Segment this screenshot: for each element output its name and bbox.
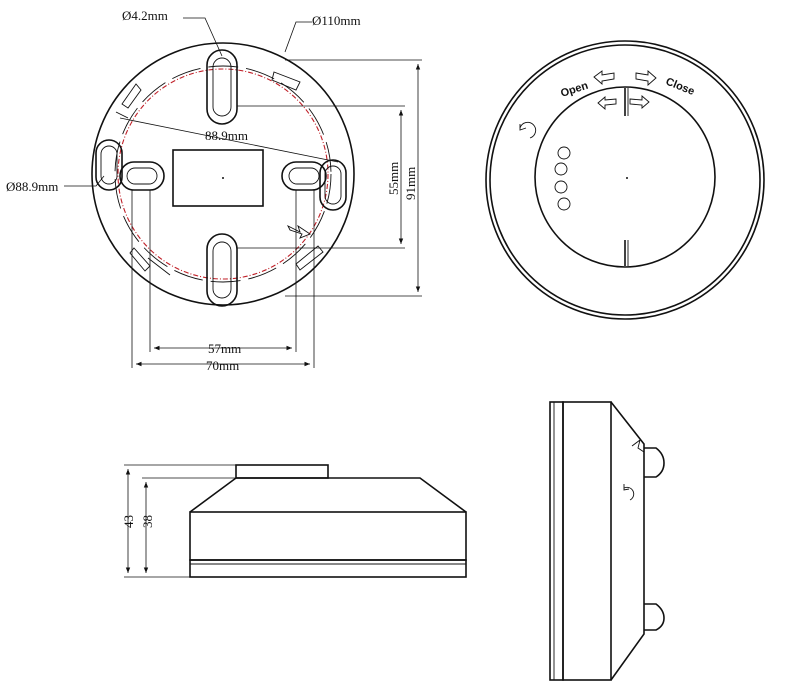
label-close: Close [664,76,696,98]
arrow-left-icon [597,96,617,110]
profile-base [549,401,564,681]
latch-tabs [115,71,324,276]
arrow-right-icon [629,95,650,109]
arrow-right-icon [635,70,657,86]
keyhole-right [319,159,347,211]
indicator-led [554,162,568,176]
center-recess [172,149,264,207]
center-mark [222,177,224,179]
indicator-led [557,146,571,160]
base-inner-ring [114,65,332,283]
label-height-inner: 55mm [386,162,401,195]
label-height-body: 38 [140,515,155,528]
profile-chamfer [610,401,645,681]
label-outer-diameter: Ø110mm [312,13,361,28]
indicator-leds [554,146,571,211]
arrow-left-icon [593,70,615,85]
label-height-outer: 91mm [403,167,418,200]
mount-circle [117,68,329,280]
slot-bottom [206,233,238,307]
side-profile-view [549,401,665,681]
profile-body [562,401,612,681]
label-width-inner: 57mm [208,341,241,356]
leader-outer [284,21,312,53]
profile-mark [631,438,645,453]
side-chamfer [189,477,467,513]
rotate-icon [623,484,635,501]
label-slot-diameter: Ø4.2mm [122,8,168,23]
profile-tab-top [644,447,665,478]
profile-tab-bottom [644,603,665,631]
side-body [189,511,467,561]
cover-outer-circle [485,40,765,320]
slot-top [206,49,238,125]
indicator-led [554,180,568,194]
side-top-plate [235,464,329,479]
cover-inner-circle [534,86,716,268]
label-mount-circle: Ø88.9mm [6,179,58,194]
slot-right [281,161,327,191]
indicator-led [557,197,571,211]
label-hole-spacing: 88.9mm [205,128,248,143]
base-plate-view: Ø4.2mm Ø110mm 88.9mm Ø88.9mm 57mm 70mm 5… [6,8,422,373]
side-elevation-view: 43 38 [121,464,467,578]
leader-slot [183,17,223,57]
keyhole-left [95,139,123,191]
label-height-total: 43 [121,515,136,528]
top-cover-view: Open Close [485,40,765,320]
base-outer-circle [91,42,355,306]
side-base [189,559,467,578]
leader-mount [64,175,105,187]
rotate-icon [519,121,537,139]
direction-arrow-icon [286,224,311,239]
slot-left [119,161,165,191]
leader-hole-spacing [119,117,339,163]
label-width-outer: 70mm [206,358,239,373]
